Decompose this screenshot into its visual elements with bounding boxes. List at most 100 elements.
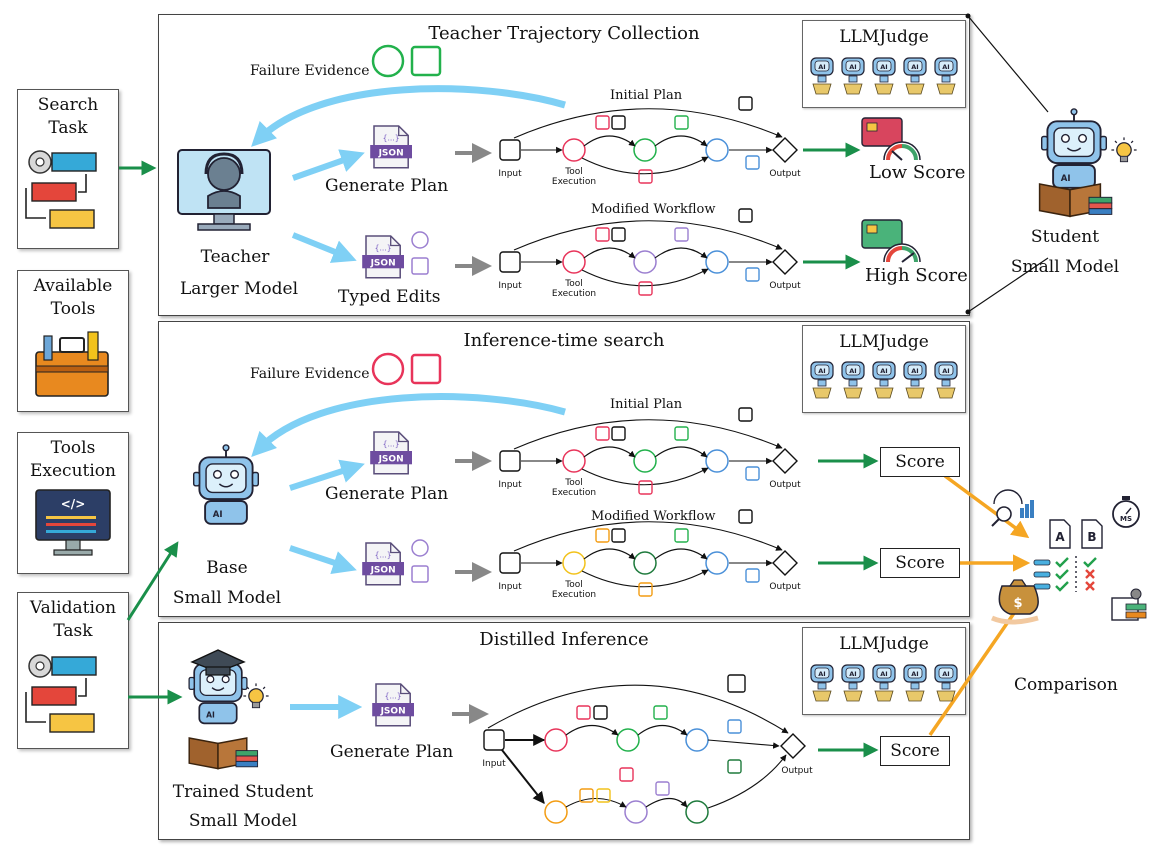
input-label: Input [498, 281, 522, 291]
square-token [745, 155, 760, 170]
robot-scale [812, 690, 832, 702]
workflow-edge [654, 135, 708, 147]
task-list-icon [25, 150, 97, 229]
robot-smile [1066, 147, 1082, 152]
edit-circle-token [411, 231, 429, 249]
failure-feedback-arrow-2 [251, 393, 566, 458]
code-line [46, 516, 96, 519]
robot-neck [848, 379, 858, 387]
tool-node [562, 138, 586, 162]
robot-scale [812, 83, 832, 95]
robot-face [845, 60, 861, 72]
workflow-edge [654, 446, 708, 458]
tool-node [685, 728, 709, 752]
bulb-ray [1114, 140, 1118, 144]
robot-scale [874, 690, 894, 702]
card-body [861, 117, 903, 147]
square-token [611, 227, 626, 242]
robot-badge-text: AI [942, 63, 949, 71]
tool-node [562, 551, 586, 575]
toolbox-band [35, 365, 109, 373]
judge-robot-icon: AI [810, 361, 834, 399]
failure-circle-icon [371, 44, 405, 78]
code-line [46, 530, 96, 533]
input-node [499, 450, 521, 472]
robot-scale [905, 690, 925, 702]
robot-badge-text: AI [818, 63, 825, 71]
robot-antenna-tip [1070, 108, 1078, 116]
workflow-edge [654, 247, 708, 259]
headset-icon [204, 152, 244, 175]
panel-inference-title: Inference-time search [463, 330, 665, 351]
robot-badge-text: AI [880, 367, 887, 375]
edit-square-token [411, 565, 429, 583]
workflow-edge [513, 108, 783, 139]
square-token [638, 281, 653, 296]
square-token [738, 208, 753, 223]
output-node [772, 550, 798, 576]
score-box: Score [880, 736, 950, 766]
robot-antenna-tip [222, 444, 230, 452]
monitor-base [53, 549, 93, 556]
typed-edits-label: Typed Edits [338, 287, 441, 307]
monitor-neck [65, 539, 81, 551]
workflow-edge [487, 684, 789, 734]
json-fold [398, 126, 409, 137]
magnifier-icon [996, 506, 1012, 522]
square-token [638, 169, 653, 184]
square-token [619, 767, 634, 782]
robot-face [938, 667, 954, 679]
robot-neck [910, 75, 920, 83]
tool-node [705, 138, 729, 162]
gauge-icon [883, 141, 921, 161]
doc-b-icon [1081, 519, 1103, 549]
square-token [595, 227, 610, 242]
tool-node [562, 449, 586, 473]
tool-node [705, 449, 729, 473]
gauge-red [886, 144, 903, 161]
failure-feedback-arrow-1 [251, 85, 566, 147]
toolbox-icon [35, 331, 109, 397]
output-label: Output [769, 480, 801, 490]
gauge-needle [891, 150, 903, 161]
failure-square-icon [410, 353, 442, 385]
square-token [595, 115, 610, 130]
json-fold [398, 432, 409, 443]
generate-plan-label: Generate Plan [330, 742, 454, 762]
square-token [579, 788, 594, 803]
doc-b-letter: B [1087, 530, 1096, 544]
robot-face [907, 364, 923, 376]
tool-node [616, 728, 640, 752]
student-connector-bottom [967, 257, 1049, 313]
workflow-edge [583, 548, 636, 560]
lightbulb-icon [243, 683, 269, 709]
workflow-edge [583, 446, 636, 458]
robot-face [938, 364, 954, 376]
workflow-edge [513, 220, 783, 251]
output-label: Output [769, 169, 801, 179]
initial-plan-label: Initial Plan [610, 397, 683, 412]
robot-badge-text: AI [213, 510, 223, 520]
robot-eye [206, 675, 215, 684]
robot-face [205, 463, 247, 494]
robot-face [907, 60, 923, 72]
robot-badge-text: AI [849, 670, 856, 678]
list-row-icon [1033, 571, 1051, 578]
robot-badge-text: AI [1061, 174, 1071, 184]
bar-icon [1030, 500, 1034, 518]
bulb-ray [262, 686, 266, 690]
robot-badge-text: AI [911, 63, 918, 71]
workflow-edge [583, 135, 636, 147]
robot-scale [843, 690, 863, 702]
robot-ear [1099, 135, 1108, 151]
check-icon [1055, 569, 1069, 580]
robot-neck [817, 75, 827, 83]
book-icon [1038, 183, 1113, 218]
workflow-edge [581, 467, 709, 486]
json-brace-text: {...} [375, 550, 392, 559]
robot-ear [251, 471, 260, 487]
json-fold [390, 543, 401, 554]
high-score-label: High Score [865, 265, 968, 286]
